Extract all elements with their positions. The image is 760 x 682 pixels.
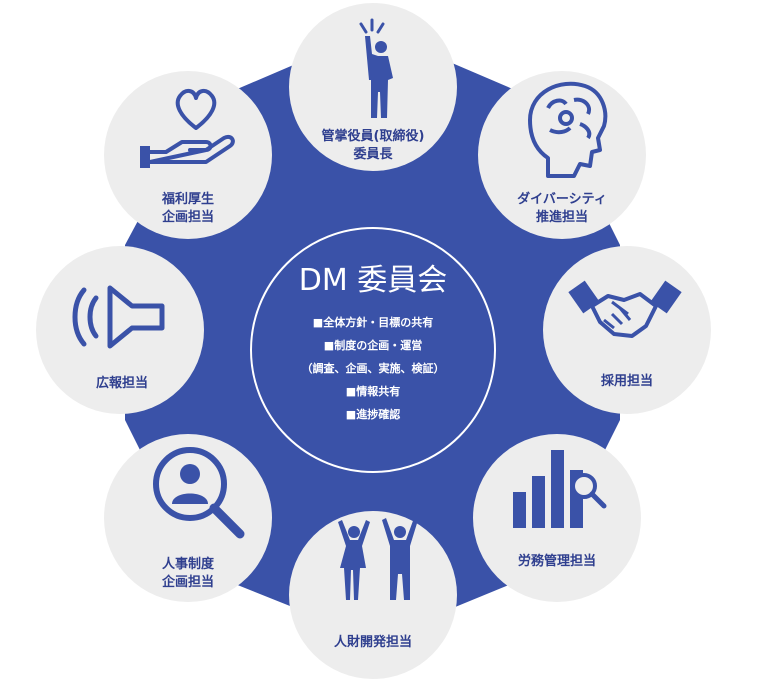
node-label: 福利厚生 bbox=[161, 191, 214, 207]
node-diversity: ダイバーシティ 推進担当 bbox=[478, 71, 646, 239]
bar-chart-magnifier-icon bbox=[513, 450, 607, 528]
node-label: 企画担当 bbox=[161, 209, 214, 225]
node-label: 管掌役員(取締役) bbox=[322, 128, 425, 144]
center-item: ■情報共有 bbox=[346, 384, 400, 398]
speaker-icon bbox=[72, 285, 165, 349]
node-talent: 人財開発担当 bbox=[289, 511, 457, 679]
center-item: ■進捗確認 bbox=[346, 407, 400, 421]
person-magnifier-icon bbox=[153, 447, 245, 539]
node-hr-system: 人事制度 企画担当 bbox=[104, 434, 272, 602]
node-label: 企画担当 bbox=[161, 574, 214, 590]
node-label: 委員長 bbox=[352, 146, 393, 162]
node-executive: 管掌役員(取締役) 委員長 bbox=[289, 3, 457, 171]
center-item: ■制度の企画・運営 bbox=[324, 338, 422, 352]
node-label: 労務管理担当 bbox=[518, 553, 596, 569]
center-title: DM 委員会 bbox=[299, 263, 448, 298]
node-label: 広報担当 bbox=[96, 375, 148, 391]
node-welfare: 福利厚生 企画担当 bbox=[104, 71, 272, 239]
node-label: ダイバーシティ bbox=[517, 191, 607, 207]
node-circle bbox=[36, 246, 204, 414]
node-label: 採用担当 bbox=[601, 373, 653, 389]
two-people-cheering-icon bbox=[338, 518, 418, 600]
node-recruitment: 採用担当 bbox=[543, 246, 711, 414]
center-item: （調査、企画、実施、検証） bbox=[302, 361, 445, 375]
raised-hand-person-icon bbox=[359, 18, 393, 118]
node-label: 人財開発担当 bbox=[334, 634, 412, 650]
head-brain-icon bbox=[528, 81, 608, 178]
center-ring bbox=[250, 227, 496, 473]
node-circle bbox=[289, 511, 457, 679]
node-label: 推進担当 bbox=[536, 209, 588, 225]
center-item: ■全体方針・目標の共有 bbox=[313, 315, 433, 329]
node-pr: 広報担当 bbox=[36, 246, 204, 414]
heart-hand-icon bbox=[140, 89, 235, 168]
node-label: 人事制度 bbox=[162, 556, 215, 572]
handshake-icon bbox=[568, 280, 682, 338]
center-items: ■全体方針・目標の共有 ■制度の企画・運営 （調査、企画、実施、検証） ■情報共… bbox=[302, 315, 445, 421]
node-labor: 労務管理担当 bbox=[473, 434, 641, 602]
